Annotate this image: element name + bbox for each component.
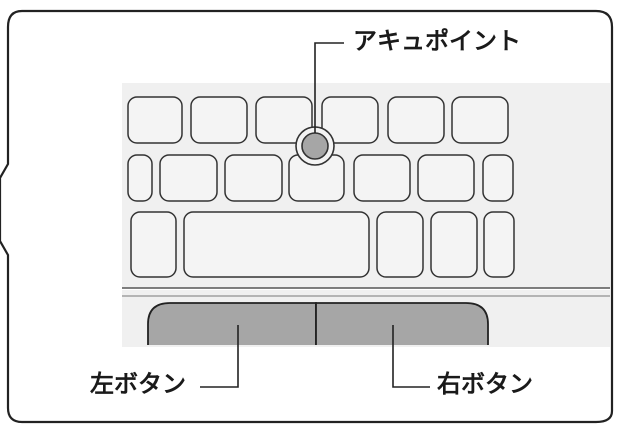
keycap[interactable]	[483, 211, 515, 278]
right-click-button[interactable]	[315, 302, 489, 346]
keycap[interactable]	[451, 96, 509, 144]
keycap[interactable]	[353, 154, 411, 202]
right-button-leader-line	[392, 325, 430, 388]
key-grid	[127, 96, 515, 278]
accupoint-leader-line	[314, 42, 344, 133]
keycap[interactable]	[417, 154, 475, 202]
left-button-label: 左ボタン	[90, 370, 186, 398]
keycap[interactable]	[482, 154, 514, 202]
keycap[interactable]	[430, 211, 478, 278]
accupoint-label: アキュポイント	[353, 27, 521, 55]
space-key[interactable]	[183, 211, 370, 278]
keycap[interactable]	[224, 154, 283, 202]
keycap[interactable]	[130, 211, 177, 278]
keycap[interactable]	[255, 96, 313, 144]
keycap[interactable]	[190, 96, 248, 144]
keycap[interactable]	[159, 154, 218, 202]
accupoint-stick[interactable]	[301, 132, 329, 160]
keycap[interactable]	[387, 96, 445, 144]
keycap[interactable]	[321, 96, 379, 144]
keycap[interactable]	[376, 211, 424, 278]
left-button-leader-line	[200, 325, 239, 388]
keycap[interactable]	[127, 96, 183, 144]
keycap[interactable]	[127, 154, 153, 202]
right-button-label: 右ボタン	[437, 370, 533, 398]
left-click-button[interactable]	[147, 302, 317, 346]
